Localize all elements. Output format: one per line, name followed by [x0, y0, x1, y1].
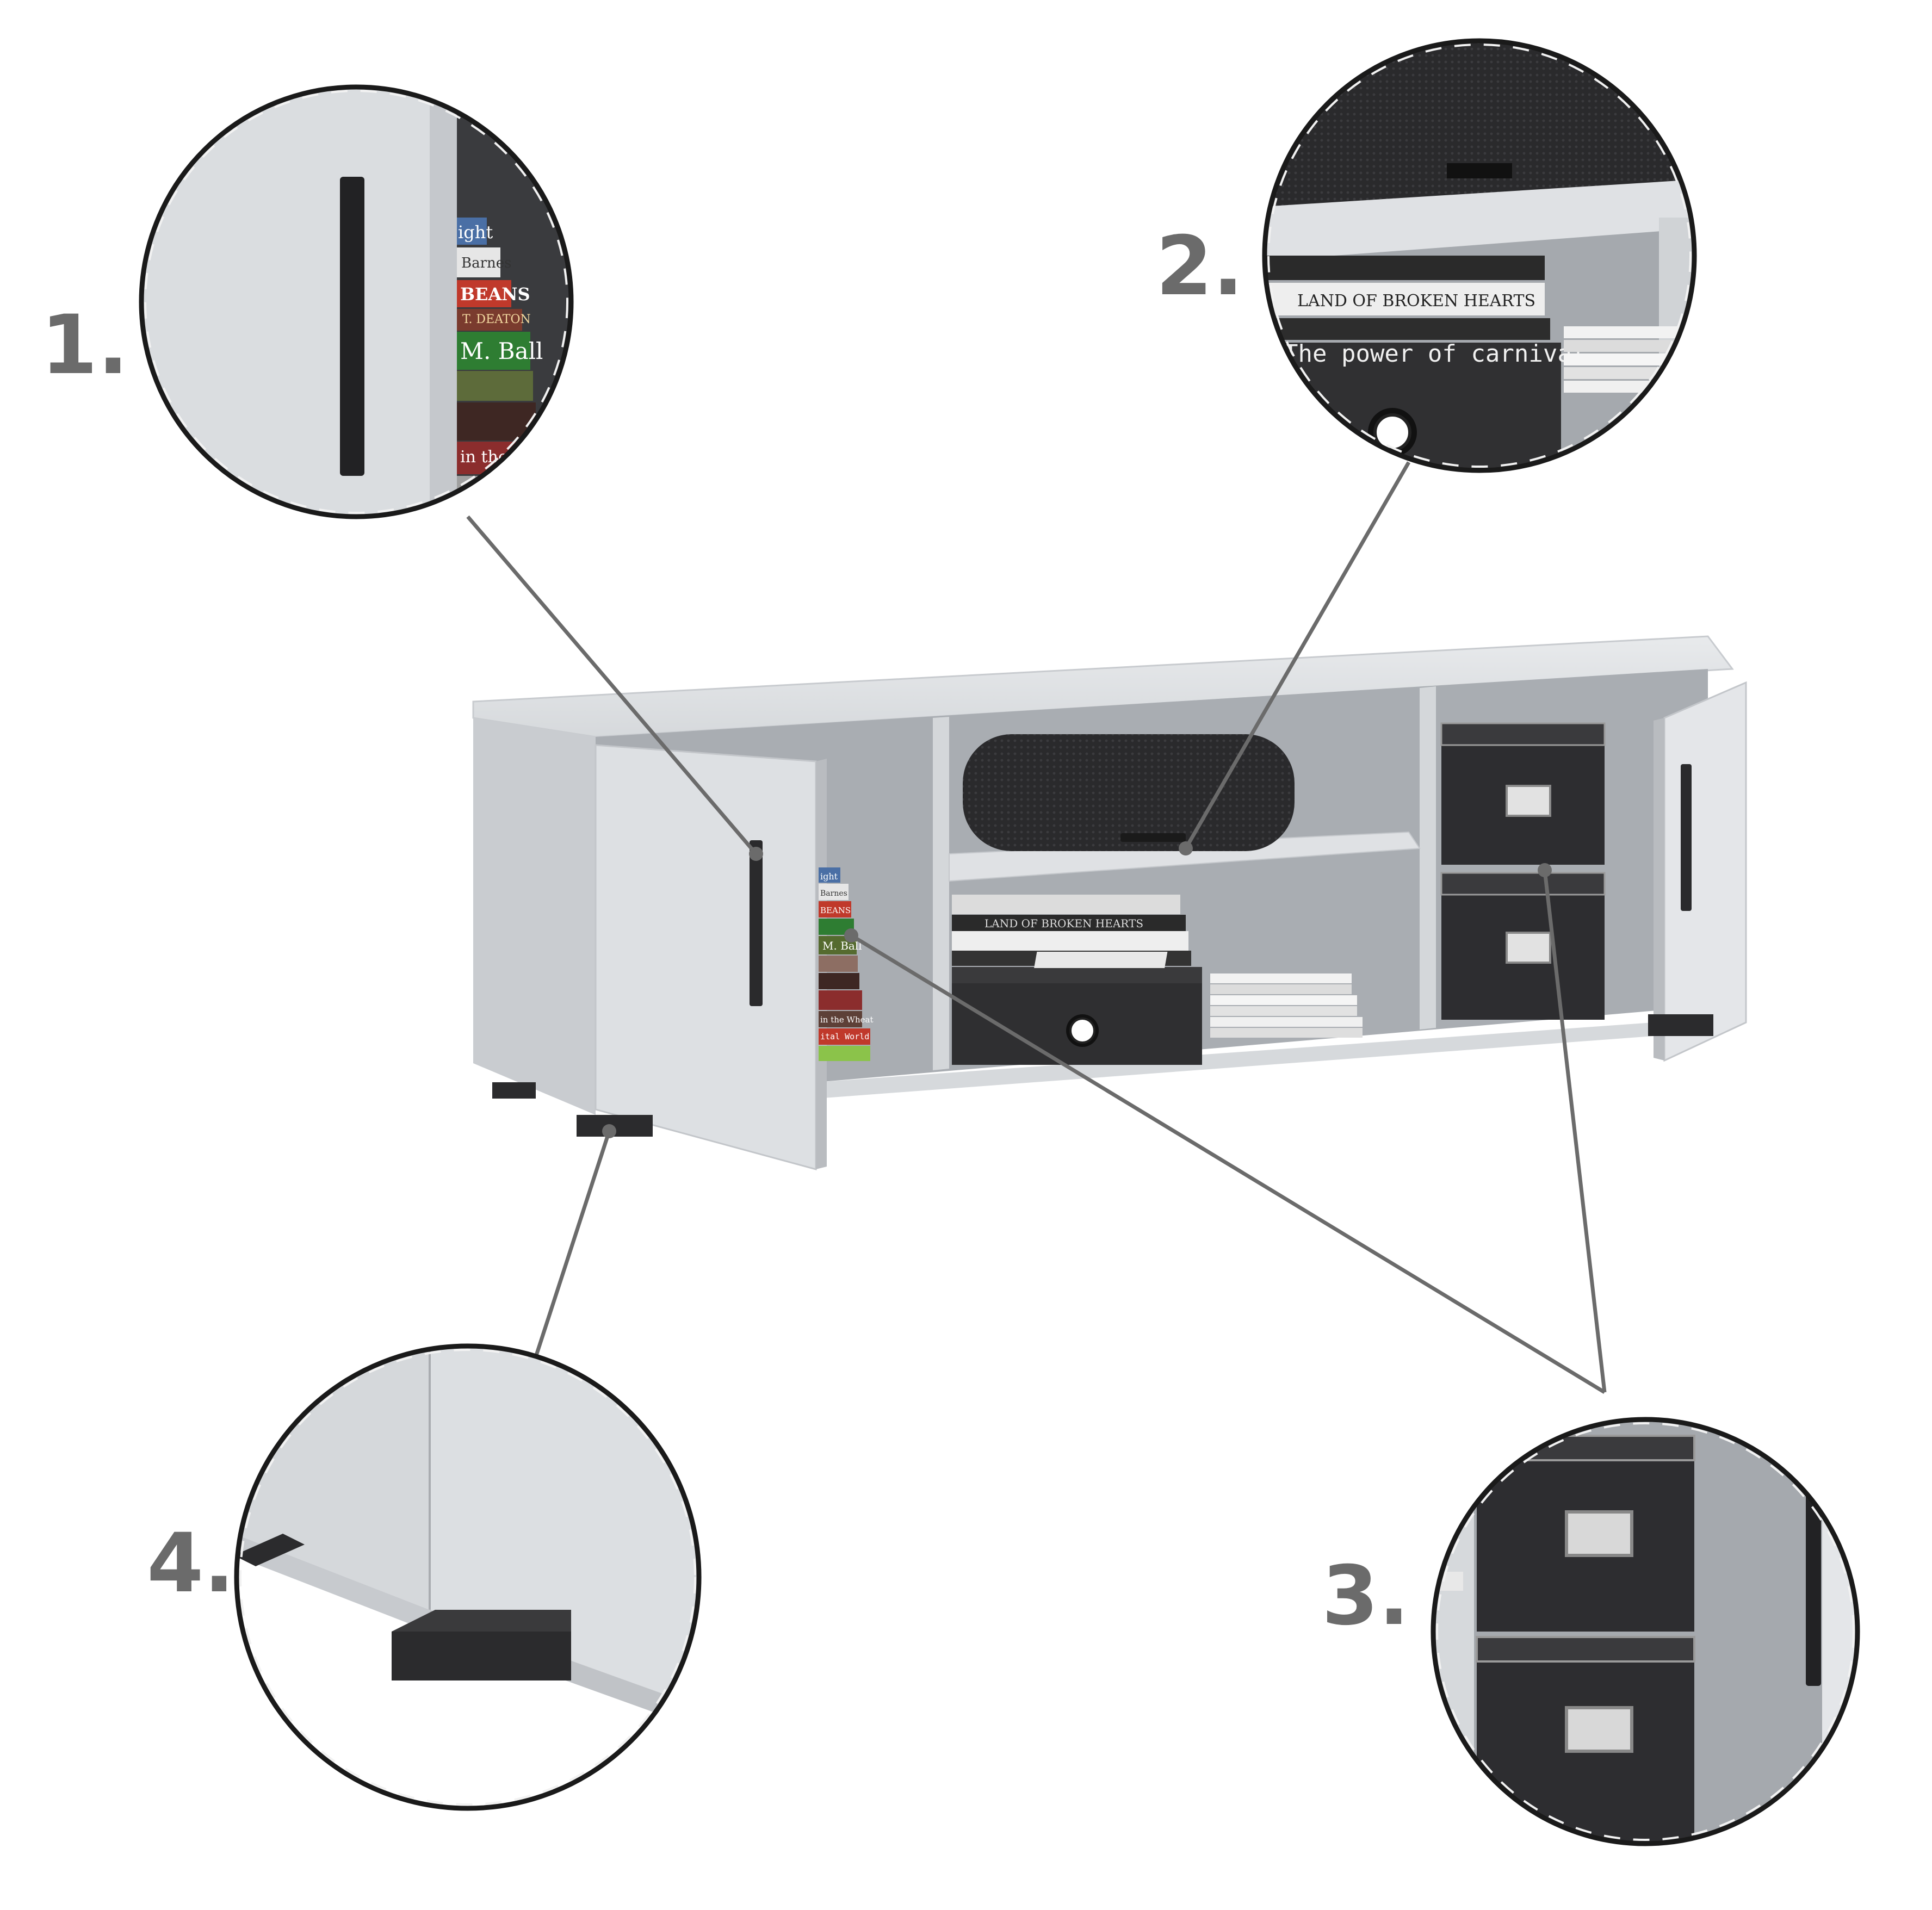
callout-label-2: 2. [1156, 219, 1244, 314]
detail-1-spine-deaton: T. DEATON [462, 313, 531, 326]
filing-box-upper [1440, 722, 1606, 865]
center-speaker [963, 734, 1295, 851]
spine-barnes: Barnes [820, 889, 847, 898]
magazine-stack [1034, 952, 1363, 1038]
cabinet-divider-2 [1420, 686, 1436, 1030]
detail-1-spine-light: ight [458, 222, 493, 243]
detail-circle-3 [1431, 1417, 1860, 1846]
left-door-handle [750, 840, 763, 1006]
left-door [595, 744, 827, 1170]
cabinet-left-side [473, 718, 596, 1115]
detail-circle-4 [234, 1343, 702, 1811]
foot-right [1648, 1014, 1713, 1036]
leader-line-1 [466, 515, 758, 855]
spine-wheat: in the Wheat [820, 1015, 874, 1025]
detail-circle-2: LAND OF BROKEN HEARTS The power of carni… [1262, 38, 1697, 473]
detail-1-spine-barnes: Barnes [461, 255, 512, 271]
leader-line-4 [534, 1130, 611, 1358]
left-compartment-books: ight Barnes BEANS M. Ball in the Wheat i… [819, 867, 874, 1061]
book-title-broken-hearts: LAND OF BROKEN HEARTS [984, 917, 1143, 930]
detail-1-spine-beans: BEANS [460, 284, 530, 305]
detail-1-handle [340, 177, 364, 476]
cabinet-bottom [816, 1022, 1654, 1099]
callout-label-3: 3. [1322, 1549, 1410, 1644]
spine-beans: BEANS [820, 906, 851, 915]
leader-dots [602, 841, 1552, 1138]
detail-2-book-broken-hearts: LAND OF BROKEN HEARTS [1297, 292, 1535, 311]
callout-label-1: 1. [41, 298, 129, 393]
tv-cabinet: LAND OF BROKEN HEARTS The power of carni… [472, 635, 1747, 1170]
detail-4-foot [392, 1632, 571, 1680]
detail-1-spine-ball: M. Ball [460, 338, 543, 364]
cabinet-divider-1 [933, 717, 949, 1070]
spine-world: ital World [820, 1032, 869, 1041]
foot-left-back [492, 1082, 536, 1099]
detail-3-handle [1806, 1468, 1821, 1686]
binder-box [952, 967, 1202, 1065]
leader-lines [466, 461, 1607, 1394]
leader-line-2 [1184, 461, 1411, 849]
detail-2-book-power-of-carnival: The power of carnival [1284, 340, 1586, 368]
detail-circle-1: ight Barnes BEANS T. DEATON M. Ball in t… [139, 84, 574, 519]
leader-line-3a [1543, 870, 1607, 1393]
right-door-handle [1681, 764, 1692, 911]
spine-light: ight [820, 871, 838, 882]
spine-ball: M. Ball [822, 939, 862, 952]
right-door [1654, 681, 1747, 1062]
filing-box-lower [1440, 872, 1606, 1020]
callout-label-4: 4. [147, 1516, 235, 1611]
leader-line-3b [850, 934, 1606, 1394]
